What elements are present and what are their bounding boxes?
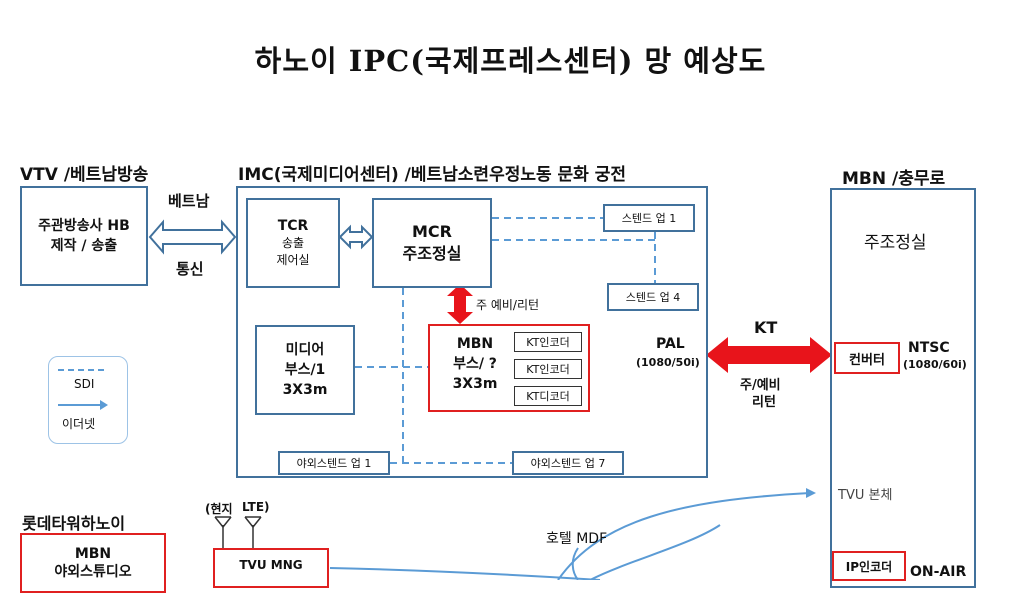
tcr-sub1: 송출 bbox=[281, 236, 305, 250]
stand-up-4-box: 스텐드 업 4 bbox=[607, 283, 699, 311]
vietnam-telecom-arrow bbox=[148, 219, 237, 255]
kt-encoder-2: KT인코더 bbox=[514, 359, 582, 379]
kt-sub2: 리턴 bbox=[752, 395, 776, 410]
kt-label: KT bbox=[754, 318, 778, 337]
converter-label: 컨버터 bbox=[849, 352, 885, 368]
pal-label: PAL bbox=[656, 336, 685, 352]
vtv-box-line2: 제작 / 송출 bbox=[50, 238, 118, 254]
ntsc-label: NTSC bbox=[908, 340, 950, 356]
stand-up-4-label: 스텐드 업 4 bbox=[625, 291, 681, 304]
lte-label-local: (현지 bbox=[205, 502, 233, 516]
vietnam-telecom-line1: 베트남 bbox=[168, 192, 210, 210]
tcr-title: TCR bbox=[277, 218, 309, 234]
mbn-master-control: 주조정실 bbox=[864, 233, 927, 253]
vietnam-telecom-line2: 통신 bbox=[176, 260, 204, 278]
vtv-box: 주관방송사 HB 제작 / 송출 bbox=[20, 186, 148, 286]
mbn-box: 주조정실 bbox=[830, 188, 976, 588]
legend-ethernet-label: 이더넷 bbox=[62, 417, 96, 431]
mbn-header: MBN /충무로 bbox=[842, 169, 946, 189]
lotte-studio-line2: 야외스튜디오 bbox=[54, 564, 132, 580]
pal-format: (1080/50i) bbox=[636, 356, 700, 369]
outdoor-stand-up-7-box: 야외스텐드 업 7 bbox=[512, 451, 624, 475]
ethernet-curve-mng bbox=[329, 567, 601, 580]
outdoor-stand-up-7-label: 야외스텐드 업 7 bbox=[530, 457, 606, 470]
lotte-studio-line1: MBN bbox=[74, 546, 112, 562]
primary-backup-return-label: 주 예비/리턴 bbox=[476, 298, 540, 312]
mbn-booth-line3: 3X3m bbox=[452, 376, 498, 392]
ethernet-curve-tvu bbox=[557, 492, 811, 580]
kt-decoder-label: KT디코더 bbox=[526, 390, 570, 403]
stand-up-1-box: 스텐드 업 1 bbox=[603, 204, 695, 232]
connector-lines bbox=[58, 217, 832, 580]
kt-encoder-1-label: KT인코더 bbox=[526, 336, 570, 349]
media-booth-box: 미디어 부스/1 3X3m bbox=[255, 325, 355, 415]
outdoor-stand-up-1-box: 야외스텐드 업 1 bbox=[278, 451, 390, 475]
lte-label-lte: LTE) bbox=[242, 500, 270, 514]
media-booth-line3: 3X3m bbox=[282, 382, 328, 398]
outdoor-stand-up-1-label: 야외스텐드 업 1 bbox=[296, 457, 372, 470]
kt-sub1: 주/예비 bbox=[740, 378, 781, 393]
kt-decoder: KT디코더 bbox=[514, 386, 582, 406]
mbn-booth-line2: 부스/ ? bbox=[453, 356, 497, 372]
stand-up-1-label: 스텐드 업 1 bbox=[621, 212, 677, 225]
ethernet-curve-return bbox=[589, 524, 721, 580]
legend-ethernet-arrowhead bbox=[100, 400, 108, 410]
primary-backup-arrow bbox=[447, 284, 473, 324]
vtv-box-line1: 주관방송사 HB bbox=[38, 218, 130, 234]
ip-encoder-box: IP인코더 bbox=[832, 551, 906, 581]
ntsc-format: (1080/60i) bbox=[903, 358, 967, 371]
lotte-studio-box: MBN 야외스튜디오 bbox=[20, 533, 166, 593]
lotte-header: 롯데타워하노이 bbox=[22, 514, 126, 533]
tvu-mng-label: TVU MNG bbox=[239, 558, 303, 572]
mcr-sub: 주조정실 bbox=[402, 244, 462, 263]
lte-antennas bbox=[214, 516, 262, 548]
page-title: 하노이 IPC(국제프레스센터) 망 예상도 bbox=[254, 44, 767, 78]
mcr-box: MCR 주조정실 bbox=[372, 198, 492, 288]
tvu-body-label: TVU 본체 bbox=[838, 488, 893, 503]
kt-link-arrow bbox=[706, 337, 832, 373]
mbn-booth-label: MBN 부스/ ? 3X3m bbox=[436, 334, 514, 394]
imc-header: IMC(국제미디어센터) /베트남소련우정노동 문화 궁전 bbox=[238, 165, 627, 185]
tcr-sub2: 제어실 bbox=[276, 253, 310, 267]
mbn-booth-line1: MBN bbox=[456, 336, 494, 352]
ip-encoder-label: IP인코더 bbox=[845, 559, 893, 574]
converter-box: 컨버터 bbox=[834, 342, 900, 374]
tvu-mng-box: TVU MNG bbox=[213, 548, 329, 588]
imc-box bbox=[236, 186, 708, 478]
tvu-arrowhead bbox=[806, 488, 816, 498]
legend-sdi-label: SDI bbox=[74, 377, 95, 391]
on-air-label: ON-AIR bbox=[910, 564, 967, 580]
vtv-header: VTV /베트남방송 bbox=[20, 165, 149, 185]
hotel-mdf-label: 호텔 MDF bbox=[546, 531, 608, 547]
media-booth-line2: 부스/1 bbox=[284, 362, 326, 378]
mbn-booth-box: MBN 부스/ ? 3X3m KT인코더 KT인코더 KT디코더 bbox=[428, 324, 590, 412]
mcr-title: MCR bbox=[412, 222, 452, 241]
media-booth-line1: 미디어 bbox=[285, 342, 325, 358]
kt-encoder-2-label: KT인코더 bbox=[526, 363, 570, 376]
legend-box bbox=[48, 356, 128, 444]
kt-encoder-1: KT인코더 bbox=[514, 332, 582, 352]
tcr-box: TCR 송출 제어실 bbox=[246, 198, 340, 288]
ethernet-curve-mdf bbox=[571, 547, 579, 580]
